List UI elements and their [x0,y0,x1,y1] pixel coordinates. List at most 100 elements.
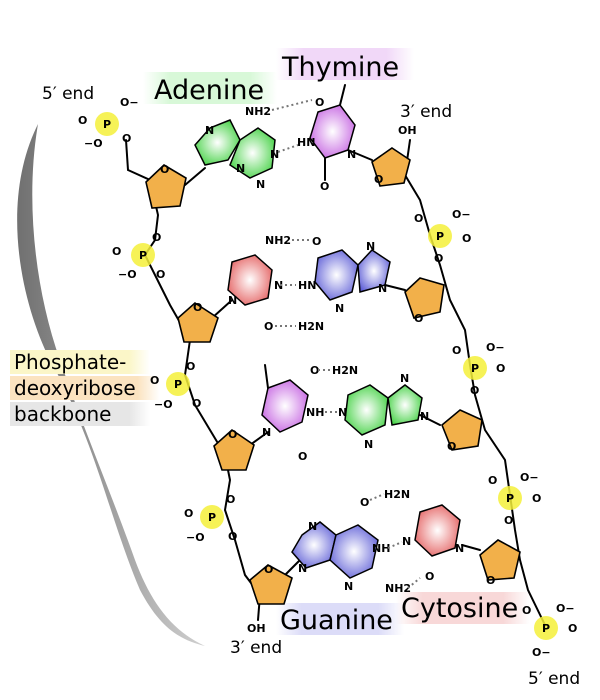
backbone-label-line-2: deoxyribose [14,376,136,400]
cytosine-label-highlight [396,592,530,624]
svg-text:O: O [360,496,369,509]
svg-text:N: N [236,162,245,175]
svg-text:O: O [414,212,423,225]
svg-text:O: O [414,312,423,325]
svg-text:P: P [436,230,444,243]
svg-text:NH2: NH2 [385,582,411,595]
cytosine-label: Cytosine [401,593,518,624]
adenine-base-1: N N N N NH2 [194,105,279,191]
svg-text:N: N [420,410,429,423]
svg-text:O: O [152,231,161,244]
svg-text:HN: HN [297,136,315,149]
svg-text:O−: O− [520,471,539,484]
hbond-g-c-1 [369,493,385,501]
svg-text:N: N [228,294,237,307]
svg-text:O: O [150,374,159,387]
svg-text:O: O [522,604,531,617]
svg-text:N: N [364,438,373,451]
sugar-8 [479,539,521,581]
cytosine-base-2: NH2 N N O [227,234,291,333]
svg-text:O: O [226,493,235,506]
svg-text:N: N [455,542,464,555]
five-prime-end-top-label: 5′ end [42,84,94,104]
svg-text:O: O [186,360,195,373]
svg-text:O: O [228,530,237,543]
svg-text:O: O [470,384,479,397]
thymine-label-highlight [276,48,414,80]
oh-top: OH [398,124,417,137]
hbond-a-t-1 [271,99,313,111]
svg-text:P: P [139,249,147,262]
guanine-label: Guanine [280,605,393,636]
oh-bottom: OH [247,622,266,635]
sugar-1 [145,164,187,209]
svg-text:NH2: NH2 [265,234,291,247]
svg-text:N: N [366,240,375,253]
svg-text:−O: −O [84,137,103,150]
svg-text:O: O [264,563,273,576]
svg-text:P: P [542,622,550,635]
svg-text:O: O [264,320,273,333]
thymine-label: Thymine [281,52,399,83]
sugar-3 [177,301,219,343]
svg-text:O: O [122,132,131,145]
svg-text:O: O [156,268,165,281]
adenine-base-3: H2N N N N N [332,364,429,451]
svg-text:O: O [447,440,456,453]
backbone-label-highlight-3 [10,402,150,426]
svg-text:N: N [205,124,214,137]
svg-text:O: O [568,622,577,635]
svg-text:H2N: H2N [384,488,410,501]
svg-text:NH: NH [306,406,324,419]
guanine-label-highlight [276,603,404,635]
svg-text:NH: NH [372,542,390,555]
hbond-a-t-2 [277,144,299,153]
svg-text:O: O [532,492,541,505]
three-prime-end-top-label: 3′ end [400,102,452,122]
right-strand-backbone [403,139,546,626]
svg-text:O: O [504,514,513,527]
svg-text:N: N [335,302,344,315]
svg-text:N: N [344,580,353,593]
svg-text:N: N [347,148,356,161]
svg-text:H2N: H2N [332,364,358,377]
phosphate-groups: P O− O −O O P O O −O O P O O −O O P O O … [78,96,577,659]
svg-text:O: O [452,344,461,357]
guanine-base-2: O HN H2N N N N [298,235,391,333]
backbone-label-line-3: backbone [14,402,111,426]
svg-text:O: O [312,235,321,248]
five-prime-end-bottom-label: 5′ end [528,669,580,689]
svg-text:O−: O− [532,646,551,659]
svg-text:O−: O− [486,341,505,354]
thymine-base-1: O HN N O [297,84,356,193]
adenine-label-highlight [143,72,277,104]
svg-text:N: N [262,426,271,439]
svg-text:O: O [488,474,497,487]
svg-text:O: O [496,362,505,375]
sugar-2 [371,147,411,187]
svg-text:O: O [78,114,87,127]
cytosine-base-4: H2N N N O [384,488,464,583]
svg-text:N: N [256,178,265,191]
svg-text:−O: −O [154,398,173,411]
svg-text:H2N: H2N [298,320,324,333]
svg-text:O: O [192,397,201,410]
svg-text:N: N [402,535,411,548]
backbone-label-highlight-2 [10,376,160,400]
sugar-ring-oxygens: O O O O O O O O [160,163,495,587]
svg-text:N: N [378,282,387,295]
svg-text:O: O [425,570,434,583]
svg-text:O−: O− [120,96,139,109]
svg-text:O: O [486,574,495,587]
svg-text:O: O [320,180,329,193]
svg-text:O−: O− [452,208,471,221]
svg-text:O: O [315,96,324,109]
svg-text:P: P [103,118,111,131]
three-prime-end-bottom-label: 3′ end [230,638,282,658]
sugar-5 [213,428,255,471]
svg-text:N: N [298,562,307,575]
sugars [145,147,521,605]
svg-text:P: P [208,511,216,524]
svg-text:O: O [228,428,237,441]
